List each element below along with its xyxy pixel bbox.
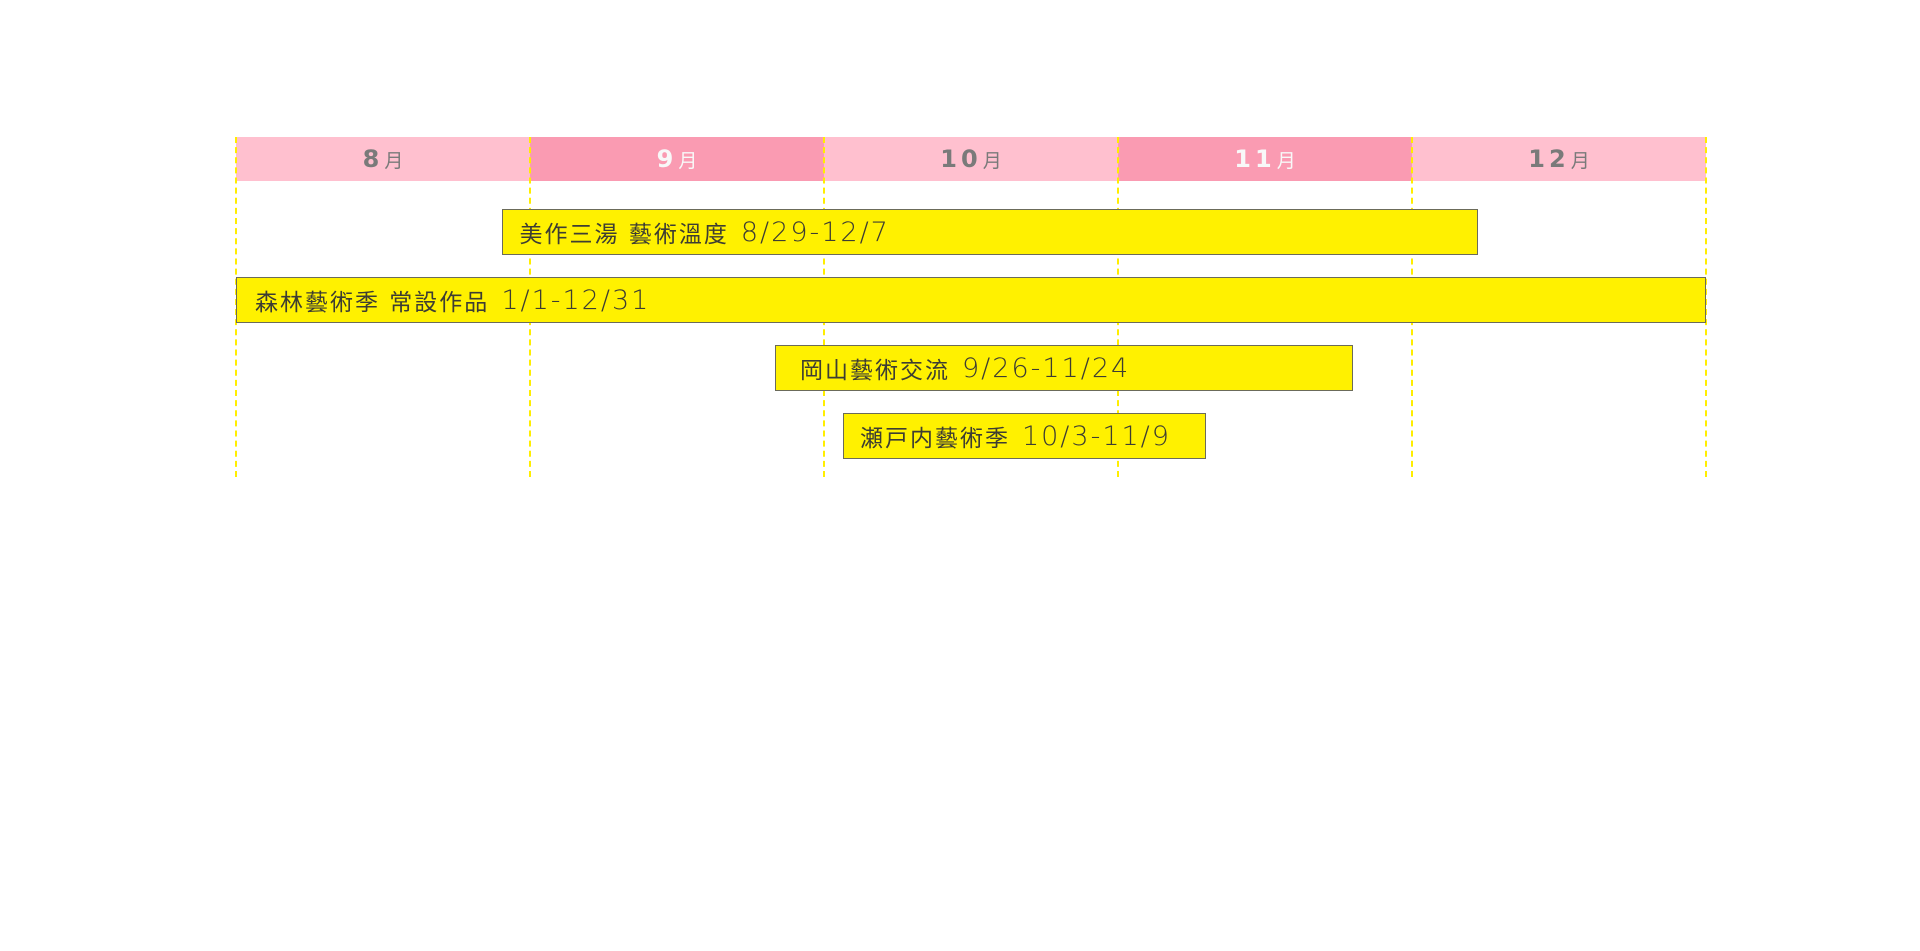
event-bar[interactable]: 岡山藝術交流 9/26-11/24 bbox=[775, 345, 1354, 391]
month-suffix: 月 bbox=[982, 149, 1002, 172]
month-number: 10 bbox=[940, 145, 982, 173]
event-bar[interactable]: 森林藝術季 常設作品 1/1-12/31 bbox=[236, 277, 1706, 323]
event-name: 岡山藝術交流 bbox=[800, 358, 950, 384]
month-suffix: 月 bbox=[1570, 149, 1590, 172]
month-number: 9 bbox=[656, 145, 678, 173]
event-dates: 9/26-11/24 bbox=[962, 352, 1131, 384]
event-name: 瀬戸内藝術季 bbox=[859, 426, 1010, 452]
event-bar[interactable]: 美作三湯 藝術溫度 8/29-12/7 bbox=[501, 209, 1479, 255]
month-gridline bbox=[1705, 137, 1707, 477]
event-name: 森林藝術季 常設作品 bbox=[255, 290, 490, 316]
event-name: 美作三湯 藝術溫度 bbox=[519, 222, 729, 248]
event-bar[interactable]: 瀬戸内藝術季 10/3-11/9 bbox=[842, 413, 1207, 459]
month-suffix: 月 bbox=[678, 149, 698, 172]
month-number: 12 bbox=[1528, 145, 1570, 173]
month-number: 8 bbox=[362, 145, 384, 173]
event-dates: 8/29-12/7 bbox=[740, 216, 890, 248]
event-dates: 10/3-11/9 bbox=[1021, 420, 1171, 452]
event-dates: 1/1-12/31 bbox=[501, 284, 651, 316]
month-number: 11 bbox=[1234, 145, 1276, 173]
month-suffix: 月 bbox=[384, 149, 404, 172]
month-suffix: 月 bbox=[1276, 149, 1296, 172]
